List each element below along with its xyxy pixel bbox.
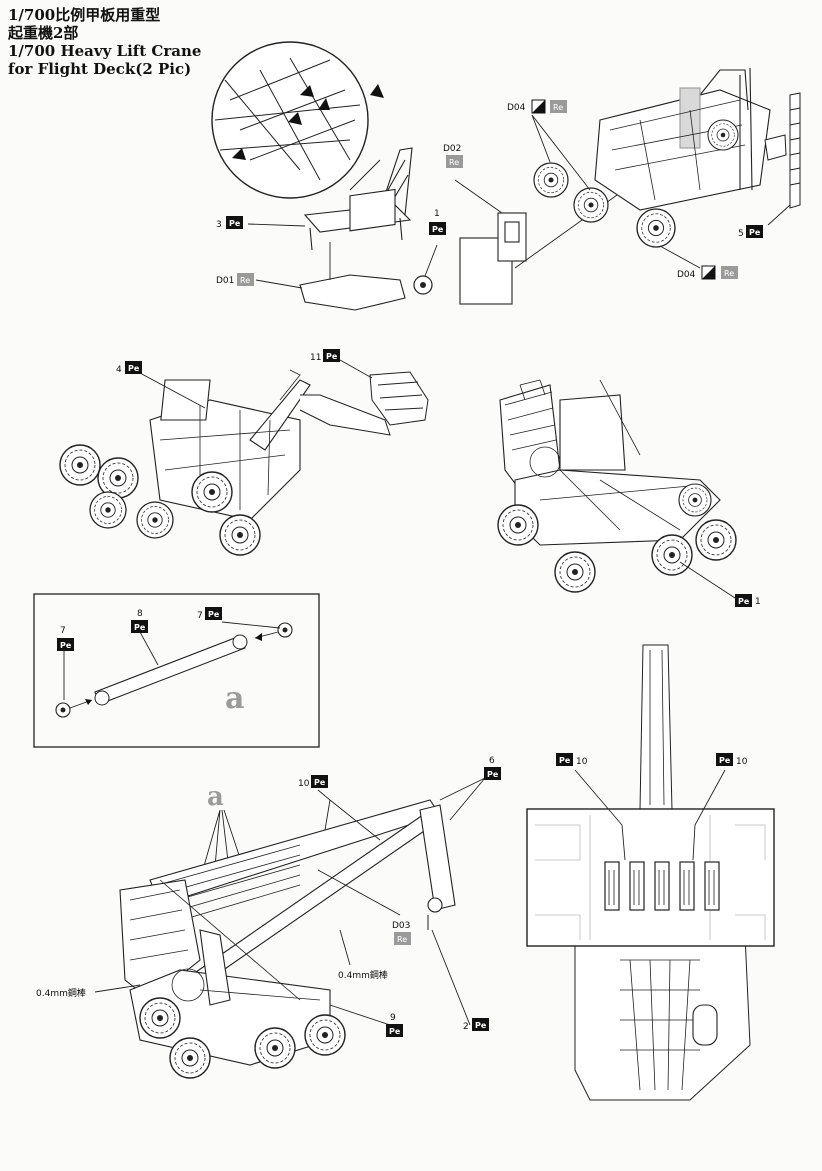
pe-badge [125,361,142,374]
pe-badge-text: Pe [432,225,444,234]
pe-badge [131,620,148,633]
part-number-9: 9 [390,1013,396,1023]
re-badge [394,932,411,945]
pe-badge-text: Pe [326,352,338,361]
subassembly-a-label: a [225,681,244,716]
subassembly-a-box [33,593,320,748]
re-badge [237,273,254,286]
re-badge-text: Re [449,158,459,167]
page-title: 1/700比例甲板用重型 起重機2部 1/700 Heavy Lift Cran… [8,6,201,78]
pe-badge-text: Pe [738,597,750,606]
step-5-full-crane: a [94,777,486,1079]
step-1-frame-assembly [211,41,438,311]
subassembly-a-ref: a [207,782,224,812]
part-number-10b: 10 [576,757,588,767]
part-number-2: 2 [463,1022,469,1032]
pe-badge [386,1024,403,1037]
re-badge [550,100,567,113]
re-badge-text: Re [240,276,250,285]
part-number-1: 1 [434,209,440,219]
part-number-d02: D02 [443,144,461,154]
rod-note-mid: 0.4mm鋼棒 [338,969,388,981]
pe-badge [716,753,733,766]
pe-badge-text: Pe [134,623,146,632]
pe-badge-text: Pe [128,364,140,373]
subassembly-a-drawing [55,621,293,718]
pe-badge [472,1018,489,1031]
pe-badge-text: Pe [719,756,731,765]
step-4-crane-body-right [497,379,737,599]
pe-badge [57,638,74,651]
pe-badge-text: Pe [229,219,241,228]
part-number-d01: D01 [216,276,234,286]
pe-badge [205,607,222,620]
pe-badge [556,753,573,766]
re-badge [446,155,463,168]
part-number-10c: 10 [736,757,748,767]
pe-badge-text: Pe [749,228,761,237]
title-line-cn-1: 1/700比例甲板用重型 [8,6,161,24]
part-number-4: 4 [116,365,122,375]
pe-badge-text: Pe [389,1027,401,1036]
pe-badge [484,767,501,780]
part-number-7b: 7 [197,611,203,621]
pe-badge-text: Pe [559,756,571,765]
rod-note-left: 0.4mm鋼棒 [36,987,86,999]
pe-badge [429,222,446,235]
title-line-cn-2: 起重機2部 [8,24,79,42]
pe-badge [735,594,752,607]
pe-badge [226,216,243,229]
pe-badge-text: Pe [60,641,72,650]
pe-badge [746,225,763,238]
pe-badge-text: Pe [314,778,326,787]
part-number-3: 3 [216,220,222,230]
pe-badge-text: Pe [475,1021,487,1030]
detail-inset-box [526,808,775,947]
re-badge-text: Re [397,935,407,944]
title-line-en-1: 1/700 Heavy Lift Crane [8,42,202,60]
part-number-5: 5 [738,229,744,239]
step-6-top-view [526,644,775,1101]
part-number-d04: D04 [677,270,696,280]
re-badge [721,266,738,279]
re-badge-text: Re [724,269,734,278]
part-number-11: 11 [310,353,321,363]
part-number-6: 6 [489,756,495,766]
pe-badge-text: Pe [208,610,220,619]
re-badge-text: Re [553,103,563,112]
pe-badge-text: Pe [487,770,499,779]
part-number-8: 8 [137,609,143,619]
part-number-10a: 10 [298,779,310,789]
pe-badge [311,775,328,788]
step-3-crane-body-left [59,359,429,556]
title-line-en-2: for Flight Deck(2 Pic) [8,60,192,78]
part-number-1b: 1 [755,597,761,607]
part-number-d04: D04 [507,103,526,113]
step-2-chassis-assembly [454,67,801,305]
pe-badge [323,349,340,362]
part-number-7a: 7 [60,626,66,636]
part-number-d03: D03 [392,921,410,931]
